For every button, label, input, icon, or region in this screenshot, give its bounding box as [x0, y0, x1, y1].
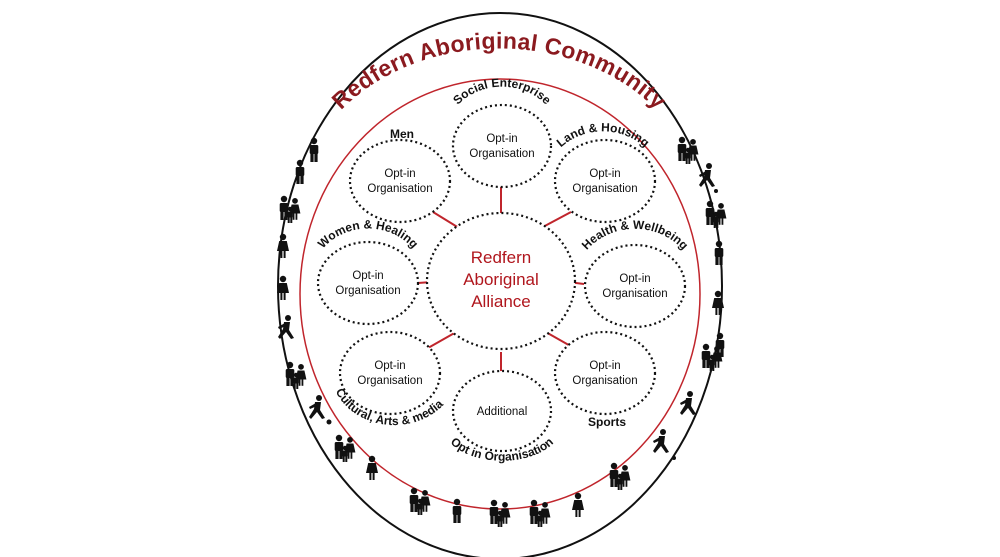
center-line-3: Alliance [471, 292, 531, 311]
node-text-sports-2: Organisation [572, 375, 637, 387]
community-people [277, 137, 726, 527]
ball-icon [714, 189, 718, 193]
person-icon [452, 498, 462, 523]
runner-icon [699, 163, 715, 187]
node-text-social-enterprise-1: Opt-in [486, 133, 517, 145]
inner-alliance-ellipse [299, 78, 701, 510]
runner-icon [653, 429, 669, 453]
node-text-cultural-2: Organisation [357, 375, 422, 387]
central-alliance-node: Redfern Aboriginal Alliance [425, 211, 577, 351]
node-women-healing: Women & Healing Opt-in Organisation [315, 218, 421, 326]
ball-icon [672, 456, 676, 460]
node-health-wellbeing: Health & Wellbeing Opt-in Organisation [579, 218, 691, 329]
person-icon [714, 240, 724, 265]
center-line-1: Redfern [471, 248, 531, 267]
node-text-women-healing-2: Organisation [335, 285, 400, 297]
node-text-men-1: Opt-in [384, 168, 415, 180]
node-text-land-housing-2: Organisation [572, 183, 637, 195]
node-label-sports: Sports [588, 415, 626, 429]
node-label-social-enterprise: Social Enterprise [450, 76, 554, 108]
node-label-men: Men [390, 127, 414, 141]
node-land-housing: Land & Housing Opt-in Organisation [554, 120, 657, 224]
ball-icon [326, 419, 332, 425]
node-text-additional: Additional [477, 406, 528, 418]
node-text-men-2: Organisation [367, 183, 432, 195]
center-line-2: Aboriginal [463, 270, 539, 289]
person-icon [309, 137, 319, 162]
node-text-social-enterprise-2: Organisation [469, 148, 534, 160]
person-icon [572, 492, 584, 517]
soccer-player-icon [309, 395, 325, 419]
node-sports: Opt-in Organisation Sports [553, 330, 657, 429]
node-text-women-healing-1: Opt-in [352, 270, 383, 282]
runner-icon [680, 391, 696, 415]
node-cultural-arts-media: Opt-in Organisation Cultural, Arts & med… [333, 330, 446, 428]
diagram-title: Redfern Aboriginal Community [327, 27, 672, 113]
node-men: Men Opt-in Organisation [348, 127, 452, 224]
family-icon [530, 500, 551, 527]
node-additional: Additional Opt in Organisation [448, 369, 556, 464]
family-icon [335, 435, 356, 462]
node-social-enterprise: Social Enterprise Opt-in Organisation [450, 76, 554, 189]
node-text-cultural-1: Opt-in [374, 360, 405, 372]
node-text-health-wellbeing-1: Opt-in [619, 273, 650, 285]
outer-community-ellipse [277, 12, 723, 557]
node-text-land-housing-1: Opt-in [589, 168, 620, 180]
person-icon [295, 159, 305, 184]
node-text-health-wellbeing-2: Organisation [602, 288, 667, 300]
node-text-sports-1: Opt-in [589, 360, 620, 372]
person-icon [366, 455, 378, 480]
elder-with-cane-icon [286, 362, 307, 389]
elder-with-cane-icon [490, 500, 511, 527]
